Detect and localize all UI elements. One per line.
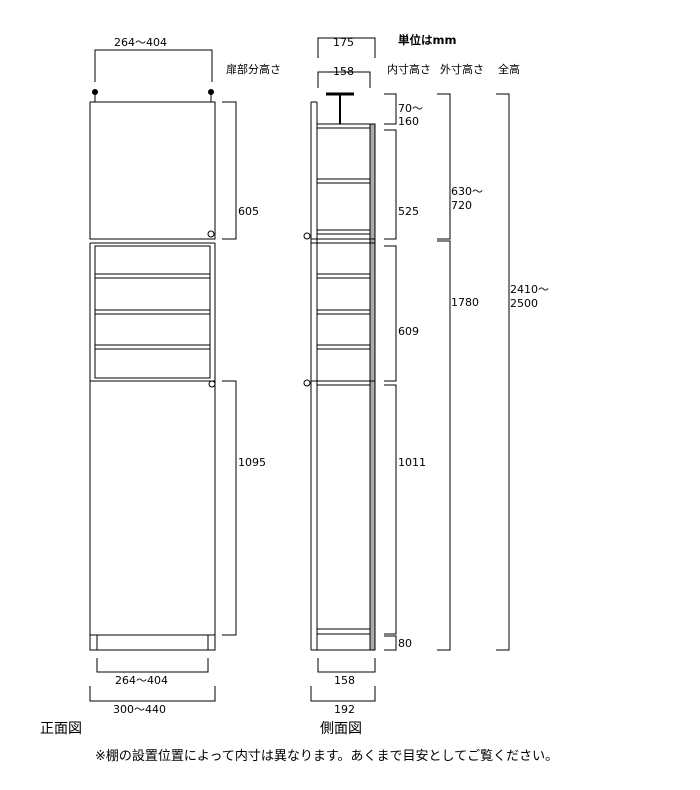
total-height-dim [496, 93, 510, 651]
inner-middle-label: 609 [398, 325, 419, 338]
front-view-title: 正面図 [40, 721, 82, 737]
front-adjuster-posts [92, 89, 214, 102]
side-ceiling-adjuster [326, 92, 354, 124]
outer-upper-label-1: 630～ [451, 185, 483, 198]
side-lower-hinge [303, 379, 311, 387]
front-plinth [89, 634, 216, 651]
inner-height-upper-dim [384, 129, 397, 240]
front-top-width-dim [94, 49, 213, 82]
side-inner-depth-top-label: 158 [333, 65, 354, 78]
outer-height-header: 外寸高さ [440, 62, 484, 76]
lower-door-height-dim [222, 380, 237, 636]
side-view [303, 37, 510, 702]
inner-upper-label: 525 [398, 205, 419, 218]
inner-lower-label: 1011 [398, 456, 426, 469]
outer-height-lower-dim [437, 240, 451, 651]
side-upper-hinge [303, 232, 311, 240]
upper-door-height-label: 605 [238, 205, 259, 218]
lower-door-height-label: 1095 [238, 456, 266, 469]
inner-adjuster-label-2: 160 [398, 115, 419, 128]
total-height-header: 全高 [498, 62, 520, 76]
side-inner-depth-bottom-label: 158 [334, 674, 355, 687]
side-back-panel [369, 123, 376, 651]
door-height-header: 扉部分高さ [226, 62, 281, 76]
front-view [89, 49, 237, 702]
inner-adjuster-label-1: 70～ [398, 102, 423, 115]
total-height-label-1: 2410～ [510, 283, 549, 296]
front-inner-width-dim [96, 658, 209, 673]
side-outer-depth-top-label: 175 [333, 36, 354, 49]
inner-height-adjuster-dim [384, 93, 397, 125]
side-inner-depth-bottom-dim [317, 658, 376, 673]
front-inner-width-label: 264～404 [115, 674, 168, 687]
inner-height-middle-dim [384, 245, 397, 382]
inner-height-base-dim [384, 635, 397, 651]
side-view-title: 側面図 [320, 721, 362, 737]
outer-lower-label: 1780 [451, 296, 479, 309]
front-open-section [89, 243, 216, 381]
inner-height-lower-dim [384, 384, 397, 635]
inner-base-label: 80 [398, 637, 412, 650]
footnote: ※棚の設置位置によって内寸は異なります。あくまで目安としてご覧ください。 [95, 748, 558, 764]
outer-upper-label-2: 720 [451, 199, 472, 212]
side-outer-depth-bottom-dim [310, 686, 376, 702]
inner-height-header: 内寸高さ [387, 62, 431, 76]
outer-height-upper-dim [437, 93, 451, 240]
front-lower-door [89, 380, 216, 636]
front-top-width-label: 264～404 [114, 36, 167, 49]
total-height-label-2: 2500 [510, 297, 538, 310]
front-upper-door [89, 101, 216, 240]
front-outer-width-label: 300～440 [113, 703, 166, 716]
front-upper-door-hinge [207, 230, 215, 238]
unit-label: 単位はmm [398, 33, 456, 47]
front-outer-width-dim [89, 686, 216, 702]
side-inner-depth-top-dim [317, 71, 371, 88]
front-lower-door-hinge [208, 380, 216, 388]
upper-door-height-dim [222, 101, 237, 240]
side-outer-depth-bottom-label: 192 [334, 703, 355, 716]
side-outer-depth-top-dim [317, 37, 376, 58]
